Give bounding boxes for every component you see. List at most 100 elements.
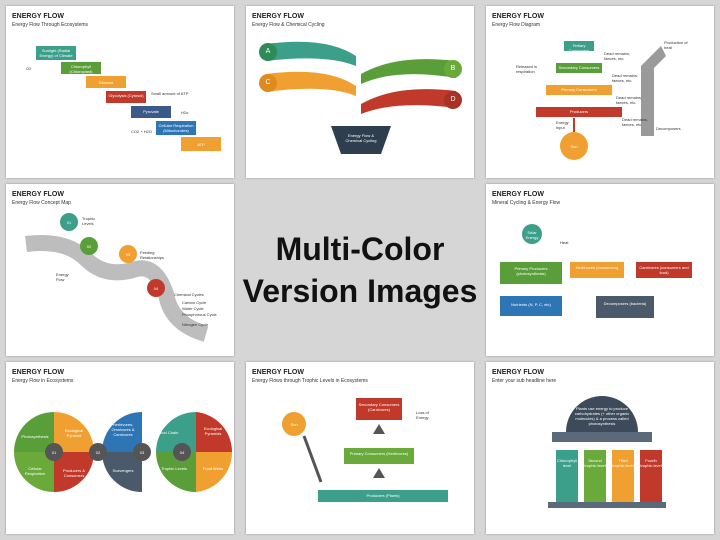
energy-label: Energy input (556, 120, 569, 130)
slide-title: ENERGY FLOW (12, 13, 64, 20)
trophic-steps (282, 398, 448, 502)
tree-diagram (259, 41, 462, 154)
pin-number: 04 (153, 286, 159, 291)
pin-number: 01 (66, 220, 72, 225)
slide-title: ENERGY FLOW (12, 191, 64, 198)
level-label: Primary Consumers (561, 87, 597, 92)
side-label: Small amount of ATP (151, 91, 189, 96)
cycle-label: Carbon Cycle (182, 300, 207, 305)
step-label: Pyruvate (143, 109, 159, 114)
slide-subtitle: Energy Flow & Chemical Cycling (252, 22, 325, 28)
note-label: Dead remains, faeces, etc. (622, 117, 649, 127)
slide-title: ENERGY FLOW (252, 13, 304, 20)
circle-number: 02 (95, 450, 101, 455)
segment-label: Food Webs (202, 466, 224, 471)
note-label: Dead remains, faeces, etc. (616, 95, 643, 105)
slide-subtitle: Energy Flow Through Ecosystems (12, 22, 89, 28)
slide-thumbnail-3[interactable]: ENERGY FLOW Energy Flow Diagram Tertiary… (486, 6, 714, 178)
letter-a: A (265, 48, 271, 55)
solar-label: Solar Energy (525, 230, 539, 240)
column-label: Third trophic level (612, 458, 634, 468)
box-label: Decomposers (bacteria) (603, 301, 647, 306)
step-label: Cellular Respiration (Mitochondria) (158, 123, 194, 133)
slide-subtitle: Mineral Cycling & Energy Flow (492, 200, 561, 206)
slide-thumbnail-2[interactable]: ENERGY FLOW Energy Flow & Chemical Cycli… (246, 6, 474, 178)
step-label: Sunlight (Radial Energy) of Climate (39, 48, 73, 58)
column-label: Second trophic level (584, 458, 606, 468)
letter-c: C (265, 79, 271, 86)
pin-number: 03 (125, 252, 131, 257)
concept-label: Trophic Levels (82, 216, 96, 226)
concept-label: Energy Flow (56, 272, 69, 282)
column-label: Fourth trophic level (640, 458, 662, 468)
level-label: Producers (Plants) (366, 493, 400, 498)
side-label: H2o (181, 110, 189, 115)
cycle-label: Phosphorous Cycle (182, 312, 217, 317)
cycle-label: Nitrogen Cycle (182, 322, 209, 327)
level-label: Producers (569, 109, 589, 114)
letter-b: B (450, 65, 456, 72)
decomposers-label: Decomposers (656, 126, 681, 131)
circle-number: 03 (139, 450, 145, 455)
segment-label: Producers & Consumers (62, 468, 85, 478)
note-label: Dead remains, faeces, etc. (604, 51, 631, 61)
slide-title: ENERGY FLOW (252, 369, 304, 376)
segment-label: Scavengers (112, 468, 134, 473)
level-label: Primary Consumers (Herbivores) (349, 451, 409, 456)
step-label: ATP (197, 142, 205, 147)
heat-label: Production of heat (664, 40, 688, 50)
concept-label: Chemical Cycles (174, 292, 204, 297)
caption-line-1: Multi-Color (275, 231, 445, 267)
slide-title: ENERGY FLOW (492, 369, 544, 376)
dome-building (548, 396, 666, 508)
slide-subtitle: Energy Flows through Trophic Levels in E… (252, 378, 368, 384)
cycle-label: Water Cycle (182, 306, 204, 311)
segment-label: Ecological Pyramid (64, 428, 84, 438)
circle-number: 04 (179, 450, 185, 455)
slide-title: ENERGY FLOW (492, 191, 544, 198)
column-label: Chlorophyll level (556, 458, 577, 468)
level-label: Secondary Consumers (558, 65, 600, 70)
side-label: O2 (26, 66, 32, 71)
released-label: Released in respiration (516, 64, 538, 74)
box-label: Nutrients (N, P, C, etc) (511, 302, 551, 307)
step-label: Glucose (98, 80, 114, 85)
slide-thumbnail-7[interactable]: ENERGY FLOW Energy Flows through Trophic… (246, 362, 474, 534)
side-label: CO2 + H2O (131, 129, 153, 134)
dome-text: Plants use energy to produce carbohydrat… (574, 406, 630, 426)
step-label: Chlorophyll (Chloroplast) (69, 64, 93, 74)
segment-label: Cellular Respiration (24, 466, 46, 476)
sun-label: Sun (290, 422, 298, 427)
segment-label: Trophic Levels (161, 466, 187, 471)
loss-label: Loss of Energy (416, 410, 429, 420)
level-label: Tertiary Consumers (568, 43, 590, 53)
slide-title: ENERGY FLOW (492, 13, 544, 20)
slide-thumbnail-6[interactable]: ENERGY FLOW Energy Flow in Ecosystems 01… (6, 362, 234, 534)
center-caption: Multi-Color Version Images (243, 184, 478, 356)
slide-title: ENERGY FLOW (12, 369, 64, 376)
concept-label: Feeding Relationships (140, 250, 165, 260)
step-label: Glycolysis (Cytosol) (108, 93, 144, 98)
segment-label: Herbivores, Omnivores & Carnivores (111, 422, 135, 437)
slide-subtitle: Energy Flow in Ecosystems (12, 378, 74, 384)
staircase-diagram (36, 46, 221, 151)
level-label: Secondary Consumers (Carnivores) (358, 402, 400, 412)
slide-thumbnail-4[interactable]: ENERGY FLOW Energy Flow Concept Map 01 0… (6, 184, 234, 356)
note-label: Dead remains, faeces, etc. (612, 73, 639, 83)
segment-label: Photosynthesis (21, 434, 49, 439)
mineral-cycle-diagram (500, 224, 692, 318)
slide-thumbnail-5[interactable]: ENERGY FLOW Mineral Cycling & Energy Flo… (486, 184, 714, 356)
pin-number: 02 (86, 244, 92, 249)
slide-subtitle: Energy Flow Diagram (492, 22, 541, 28)
slide-subtitle: Energy Flow Concept Map (12, 200, 71, 206)
slide-subtitle: Enter your sub headline here (492, 378, 557, 384)
sun-label: Sun (570, 144, 578, 149)
road-map (25, 213, 209, 342)
energy-pyramid (536, 41, 666, 160)
segment-label: Food Chain (157, 430, 179, 435)
slide-thumbnail-1[interactable]: ENERGY FLOW Energy Flow Through Ecosyste… (6, 6, 234, 178)
box-label: Primary Producers (photosynthesis) (514, 266, 548, 276)
letter-d: D (450, 96, 456, 103)
slide-thumbnail-8[interactable]: ENERGY FLOW Enter your sub headline here… (486, 362, 714, 534)
heat-label: Heat (560, 240, 569, 245)
